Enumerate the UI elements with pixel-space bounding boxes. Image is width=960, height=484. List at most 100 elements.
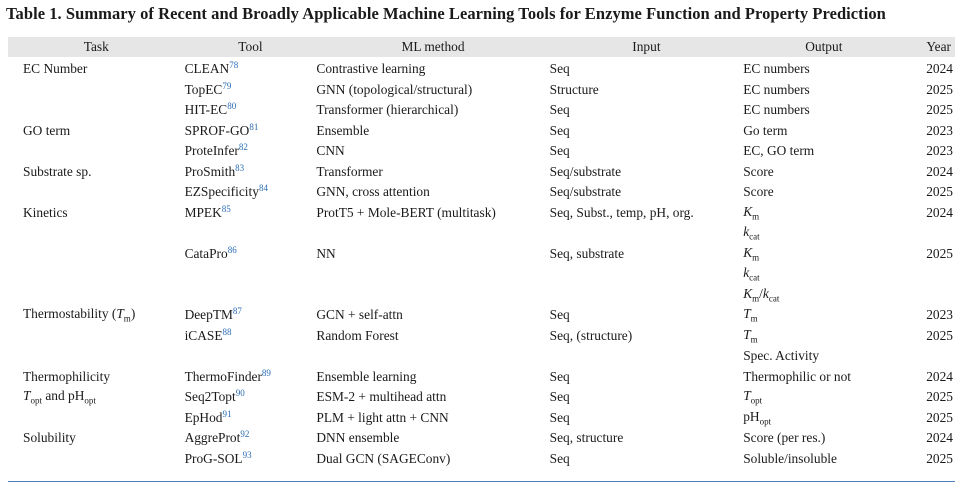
header-tool: Tool [238,39,263,54]
output-text: Score [743,163,774,179]
tool-cell: ProteInfer82 [185,141,317,162]
reference-link[interactable]: 89 [261,367,271,378]
output-cell: EC numbers [743,100,904,121]
header-output: Output [805,39,843,54]
table-bottom-rule [8,481,955,482]
ml-tools-table: Task Tool ML method Input Output Year EC… [8,37,955,469]
year-cell: 2025 [926,389,953,405]
tool-name: EZSpecificity [184,184,259,200]
output-cell: Tm [743,305,904,326]
output-cell: EC numbers [743,80,904,101]
ml-method-cell: ESM-2 + multihead attn [316,389,447,405]
reference-link[interactable]: 83 [235,162,245,173]
tool-name: ProSmith [184,163,236,179]
task-text: Thermophilicity [23,368,111,384]
task-cell: Kinetics [8,203,185,224]
task-text: Substrate sp. [23,163,92,179]
reference-link[interactable]: 84 [258,183,268,194]
output-text: EC numbers [743,102,810,118]
task-cell: Thermostability (Tm) [8,305,185,326]
tool-cell: CLEAN78 [185,57,317,80]
input-cell: Seq, Subst., temp, pH, org. [549,204,694,220]
ml-method-cell: GNN (topological/structural) [316,81,473,97]
tool-cell: SPROF-GO81 [185,121,317,142]
tool-cell: EZSpecificity84 [185,182,317,203]
input-cell: Seq, (structure) [549,327,633,343]
year-cell: 2024 [926,430,953,446]
year-cell: 2025 [926,327,953,343]
tool-name: EpHod [184,409,223,425]
input-cell [550,264,744,285]
tool-name: HIT-EC [184,102,228,118]
tool-cell [185,285,317,306]
output-cell: Score [743,182,904,203]
reference-link[interactable]: 87 [232,306,242,317]
reference-link[interactable]: 88 [222,326,232,337]
ml-method-cell: PLM + light attn + CNN [316,409,449,425]
input-cell [550,346,744,367]
year-cell: 2024 [926,61,953,77]
input-cell: Seq [549,389,570,405]
year-cell [904,264,955,285]
reference-link[interactable]: 80 [227,101,237,112]
input-cell: Seq [549,61,570,77]
input-cell: Seq [549,368,570,384]
ml-method-cell: Transformer [316,163,383,179]
reference-link[interactable]: 92 [240,429,250,440]
task-text: Topt and pHopt [23,388,96,407]
task-text: Kinetics [23,204,68,220]
tool-name: ThermoFinder [184,368,262,384]
output-cell: Spec. Activity [743,346,904,367]
reference-link[interactable]: 81 [249,121,259,132]
task-cell: Substrate sp. [8,162,185,183]
reference-link[interactable]: 78 [229,60,239,71]
reference-link[interactable]: 85 [221,203,231,214]
task-cell [8,223,185,244]
tool-name: ProteInfer [184,143,239,159]
tool-cell: iCASE88 [185,326,317,347]
reference-link[interactable]: 86 [227,244,237,255]
tool-cell: DeepTM87 [185,305,317,326]
tool-cell: AggreProt92 [185,428,317,449]
output-cell: Soluble/insoluble [743,449,904,470]
output-cell: Km/kcat [743,285,904,306]
ml-method-cell: NN [316,245,336,261]
reference-link[interactable]: 82 [238,142,248,153]
reference-link[interactable]: 91 [222,408,232,419]
tool-cell: ProSmith83 [185,162,317,183]
ml-method-cell: ProtT5 + Mole-BERT (multitask) [316,204,496,220]
ml-method-cell: Ensemble learning [316,368,417,384]
reference-link[interactable]: 90 [235,388,245,399]
input-cell: Seq [549,450,570,466]
output-text: Score (per res.) [743,430,826,446]
tool-cell [185,346,317,367]
task-cell [8,80,185,101]
table-row: Km/kcat [8,285,955,306]
output-text: Spec. Activity [743,348,820,364]
reference-link[interactable]: 93 [242,449,252,460]
ml-method-cell: Random Forest [316,327,399,343]
output-text: EC numbers [743,81,810,97]
tool-cell: HIT-EC80 [185,100,317,121]
output-text: kcat [743,224,760,243]
output-cell: Go term [743,121,904,142]
year-cell: 2025 [926,102,953,118]
output-text: pHopt [743,408,772,427]
reference-link[interactable]: 79 [222,80,232,91]
tool-name: DeepTM [184,307,233,323]
ml-method-cell: Transformer (hierarchical) [316,102,459,118]
task-cell [8,182,185,203]
ml-method-cell [316,223,549,244]
tool-cell [185,264,317,285]
ml-method-cell [316,346,549,367]
tool-cell: TopEC79 [185,80,317,101]
input-cell: Seq [549,409,570,425]
task-cell: EC Number [8,57,185,80]
